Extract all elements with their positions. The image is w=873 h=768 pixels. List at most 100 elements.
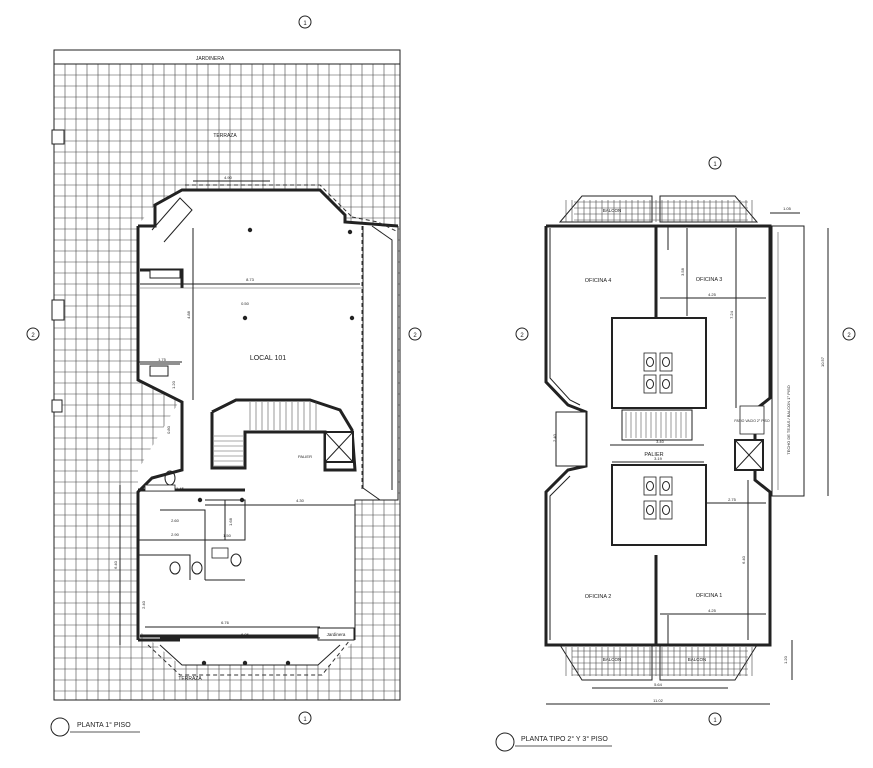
ceiling-lamp <box>347 229 353 235</box>
terrace-outline <box>53 49 401 701</box>
marker-label: 1 <box>303 21 307 27</box>
marker-label: 2 <box>31 333 35 339</box>
core-upper <box>611 317 707 409</box>
toilet-bowl <box>662 505 670 515</box>
dim-145: 1.45 <box>176 486 185 491</box>
office-inner-wall-w2 <box>549 475 571 640</box>
marker-label: 2 <box>520 333 524 339</box>
right-plan: BALCON BALCON BALCON TECHO DE TEJAS / BA… <box>495 195 829 752</box>
terrace-column <box>51 299 65 321</box>
stall <box>643 374 657 394</box>
dim-1057: 10.57 <box>820 356 825 367</box>
dim-1102: 11.02 <box>653 698 663 703</box>
dim-168: 1.68 <box>228 517 233 526</box>
dim-640-right: 6.40 <box>741 555 746 564</box>
palier-label-right: PALIER <box>644 452 663 458</box>
dim-260: 2.60 <box>171 518 180 523</box>
counter-nw <box>149 269 181 279</box>
elevator-cross <box>324 431 354 463</box>
oficina-1-label: OFICINA 1 <box>696 593 723 599</box>
balcony-top-right <box>659 195 759 223</box>
dim-358: 3.58 <box>680 267 685 276</box>
terraza-bottom-label: TERRAZA <box>178 676 202 682</box>
section-marker: 2 <box>842 327 856 341</box>
dim-240-right: 2.40 <box>552 433 557 442</box>
ceiling-lamp <box>349 315 355 321</box>
jardinera-top-label: JARDINERA <box>196 56 225 62</box>
stair-treads-right <box>625 412 687 438</box>
balcon-top-label: BALCON <box>603 208 622 213</box>
left-plan-title: PLANTA 1° PISO <box>77 721 131 729</box>
section-marker: 1 <box>708 156 722 170</box>
toilet-bowl <box>646 481 654 491</box>
eave-line-bottom <box>147 639 351 676</box>
bath-partition-3 <box>138 554 191 580</box>
dim-275: 2.75 <box>728 497 737 502</box>
toilet-fixtures <box>643 352 673 520</box>
jardinera-bottom <box>317 627 355 641</box>
dim-080: 0.80 <box>166 425 171 434</box>
sink-counter <box>211 547 229 559</box>
ceiling-lamp <box>242 315 248 321</box>
terraza-top-label: TERRAZA <box>213 133 237 139</box>
stall <box>659 476 673 496</box>
ceiling-lamp <box>247 227 253 233</box>
section-markers: 1 1 2 2 1 1 2 2 <box>26 15 856 726</box>
local-east-wall <box>354 226 399 640</box>
dim-686: 6.86 <box>241 632 250 637</box>
dim-490: 4.90 <box>224 175 233 180</box>
toilet-bowl <box>662 357 670 367</box>
stall <box>659 500 673 520</box>
marker-label: 1 <box>303 717 307 723</box>
local-west-wall <box>136 226 184 640</box>
left-dimensions: 4.90 8.73 4.88 1.75 1.20 0.50 4.30 2.60 … <box>113 175 360 645</box>
bath-partition <box>160 509 206 580</box>
stair-core-outline <box>210 398 357 472</box>
marker-label: 2 <box>413 333 417 339</box>
hueco-note: PATIO VACIO 2° PISO <box>734 419 770 423</box>
dim-120: 1.20 <box>171 380 176 389</box>
dim-240: 2.40 <box>141 600 146 609</box>
ceiling-lamp <box>197 497 203 503</box>
local-north-wall <box>138 188 399 228</box>
dim-105: 1.05 <box>783 206 792 211</box>
dim-290: 2.90 <box>171 532 180 537</box>
eave-line-top <box>185 184 353 218</box>
section-marker: 1 <box>708 712 722 726</box>
sink-counter <box>144 484 176 492</box>
dim-425-top: 4.25 <box>708 292 717 297</box>
right-dimensions: 1.05 10.57 3.58 4.25 7.24 2.40 3.40 3.19… <box>546 206 829 705</box>
dim-873: 8.73 <box>246 277 255 282</box>
balcony-top-left <box>558 195 653 223</box>
ceiling-lamp <box>242 660 248 666</box>
marker-label: 1 <box>713 718 717 724</box>
balcon-bottom-left-label: BALCON <box>603 657 622 662</box>
stall <box>643 476 657 496</box>
dim-319: 3.19 <box>654 456 663 461</box>
office-inner-wall-w <box>549 228 581 406</box>
toilet-bowl <box>662 481 670 491</box>
dim-676: 6.76 <box>221 620 230 625</box>
stall <box>643 352 657 372</box>
dim-150: 1.50 <box>223 533 232 538</box>
dim-050: 0.50 <box>241 301 250 306</box>
dim-430: 4.30 <box>296 498 305 503</box>
stair-flight <box>621 409 693 441</box>
toilet-bowl <box>646 357 654 367</box>
dim-488: 4.88 <box>186 310 191 319</box>
dim-564: 5.64 <box>654 682 663 687</box>
elevator-cross <box>734 439 764 471</box>
eave-line-right <box>351 216 399 233</box>
oficina-4-label: OFICINA 4 <box>585 278 612 284</box>
toilet-bowl <box>662 379 670 389</box>
title-bubble <box>50 717 70 737</box>
ceiling-lamp <box>239 497 245 503</box>
bay-window-south <box>159 644 341 666</box>
ceiling-lamp <box>201 660 207 666</box>
toilet-bowl <box>646 379 654 389</box>
ceiling-lamp <box>285 660 291 666</box>
local-101-label: LOCAL 101 <box>250 355 286 362</box>
dim-340: 3.40 <box>656 439 665 444</box>
toilet-fixture <box>169 561 181 575</box>
